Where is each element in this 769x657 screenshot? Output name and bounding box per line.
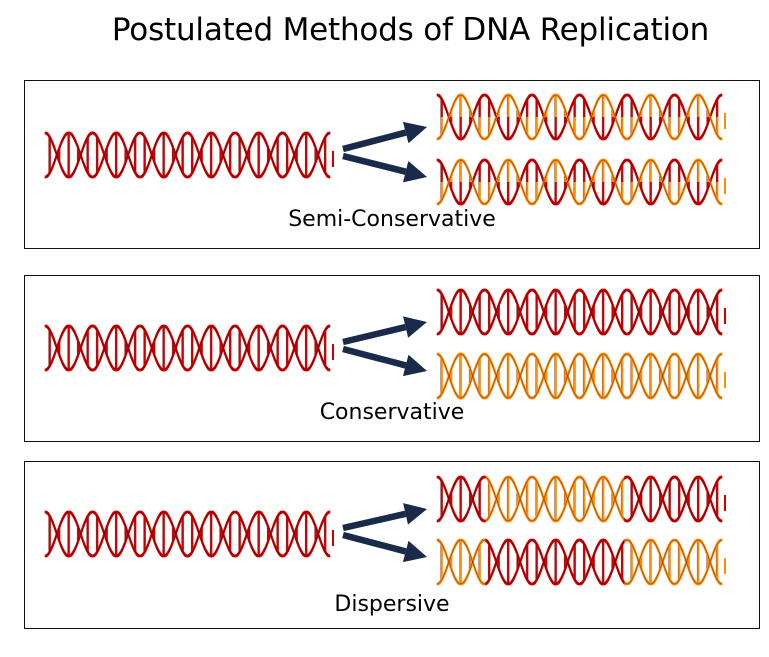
base-pair-rungs: [48, 133, 327, 177]
arrow-shaft: [342, 323, 407, 346]
base-pair-rungs: [440, 354, 719, 398]
base-pair-rungs: [440, 290, 719, 334]
replication-arrow-down: [342, 152, 427, 183]
arrow-head: [402, 160, 427, 183]
backbone-outline: [44, 132, 331, 178]
panel-label: Dispersive: [334, 592, 450, 617]
panel-label: Semi-Conservative: [288, 207, 496, 232]
backbone-outline: [44, 132, 331, 178]
base-pair-rungs: [440, 95, 719, 139]
base-pair-rungs: [440, 477, 719, 521]
base-pair-rungs: [48, 326, 327, 370]
parent-dna-helix: [44, 324, 334, 372]
parent-dna-helix: [44, 510, 334, 558]
backbone-outline: [436, 159, 723, 205]
daughter-dna-helix-2: [436, 352, 726, 400]
backbone-outline: [436, 94, 723, 140]
daughter-dna-helix-1: [436, 475, 726, 523]
arrow-shaft: [342, 345, 407, 369]
arrow-shaft: [342, 152, 407, 175]
arrow-head: [402, 354, 427, 377]
daughter-dna-helix-2: [436, 158, 726, 206]
arrow-head: [403, 316, 427, 338]
base-pair-rungs: [48, 512, 327, 556]
backbone-outline: [436, 159, 723, 205]
backbone-outline: [436, 94, 723, 140]
daughter-dna-helix-2: [436, 538, 726, 586]
daughter-dna-helix-1: [436, 93, 726, 141]
base-pair-rungs: [440, 160, 719, 204]
base-pair-rungs: [440, 540, 719, 584]
panel-semi-conservative: Semi-Conservative: [24, 80, 760, 249]
daughter-dna-helix-1: [436, 288, 726, 336]
replication-arrow-up: [342, 316, 427, 346]
panel-label: Conservative: [319, 400, 465, 425]
arrow-shaft: [342, 129, 407, 153]
diagram-title: Postulated Methods of DNA Replication: [111, 12, 710, 48]
arrow-head: [402, 121, 427, 144]
parent-dna-helix: [44, 131, 334, 179]
replication-arrow-up: [342, 121, 427, 153]
replication-arrow-down: [342, 345, 427, 377]
